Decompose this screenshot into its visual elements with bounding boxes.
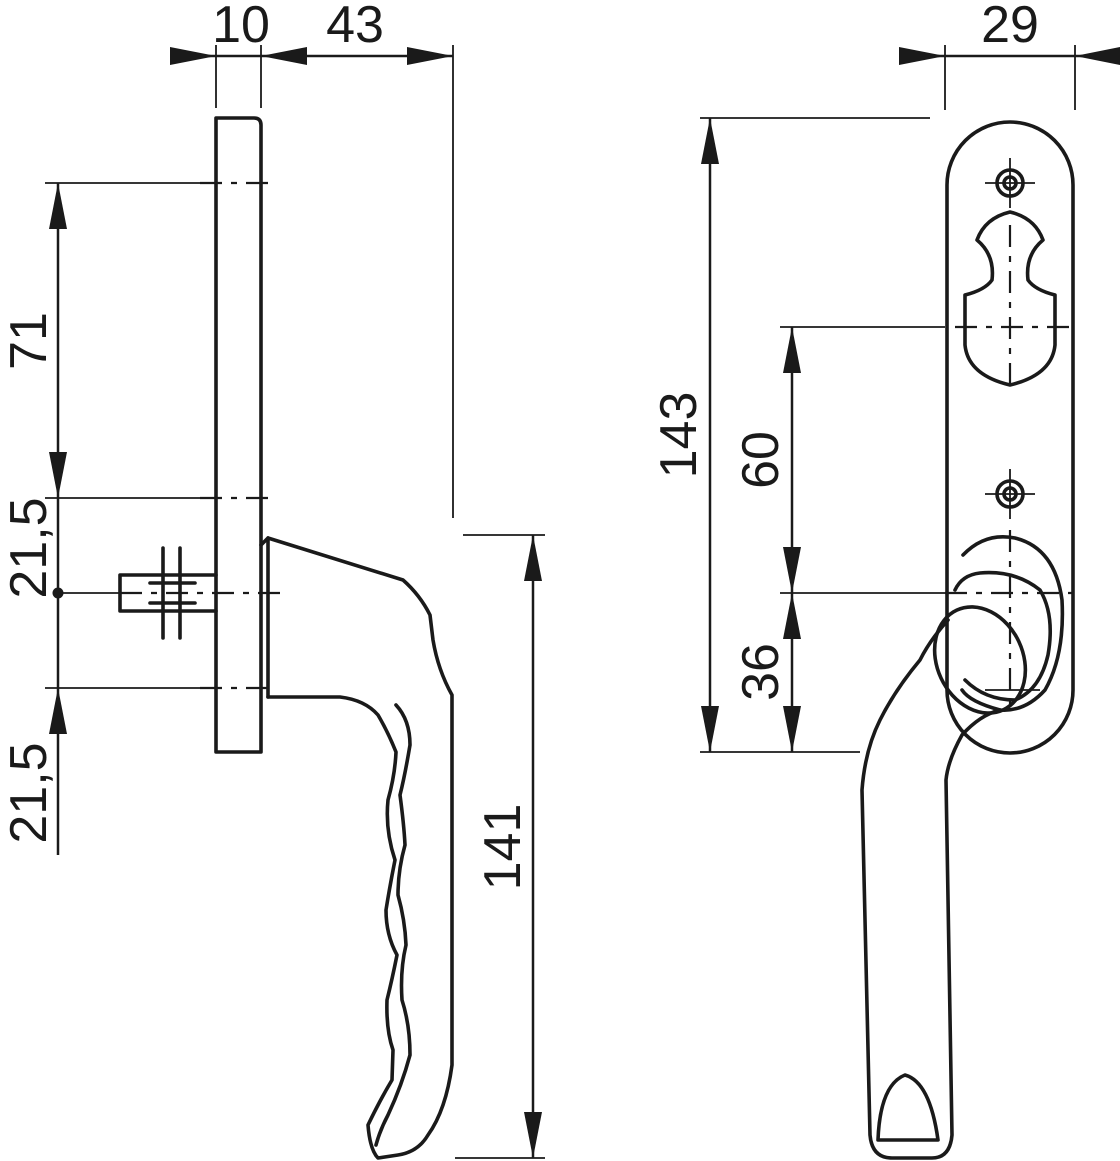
dimension-label-middle-spacing: 21,5	[0, 497, 58, 598]
arrow-head	[524, 535, 542, 581]
arrow-head	[783, 327, 801, 373]
dimension-label-screw-spacing: 60	[732, 431, 790, 489]
arrow-head	[701, 118, 719, 164]
dimension-label-plate-thickness: 10	[212, 0, 270, 54]
handle-hub-knob	[932, 605, 1028, 715]
handle-grip-ridges	[374, 703, 412, 1147]
backplate-outline	[214, 116, 263, 754]
dimension-label-handle-depth: 43	[326, 0, 384, 54]
handle-side-profile	[266, 536, 454, 1160]
arrow-head	[261, 47, 307, 65]
dimension-label-plate-height: 143	[650, 392, 708, 479]
arrow-head	[407, 47, 453, 65]
arrow-head	[1075, 47, 1120, 65]
side-view: 10 43 71 21,5 21,5	[0, 0, 545, 1160]
arrow-head	[701, 706, 719, 752]
front-view: 29 143 60 36	[650, 0, 1120, 1160]
arrow-head	[783, 706, 801, 752]
arrow-head	[49, 452, 67, 498]
arrow-head	[49, 688, 67, 734]
arrow-head	[783, 547, 801, 593]
arrow-head	[170, 47, 216, 65]
dimension-label-plate-width: 29	[981, 0, 1039, 54]
arrow-head	[899, 47, 945, 65]
dimension-label-upper-spacing: 71	[0, 312, 58, 370]
dimension-label-handle-length: 141	[474, 804, 532, 891]
dimension-label-lower-spacing: 21,5	[0, 742, 58, 843]
square-spindle	[118, 573, 218, 613]
front-backplate-outline	[945, 120, 1075, 755]
arrow-head	[49, 183, 67, 229]
handle-lever-tip	[876, 1073, 940, 1142]
dimension-label-lower-offset: 36	[732, 643, 790, 701]
arrow-head	[783, 593, 801, 639]
arrow-head	[524, 1112, 542, 1158]
handle-lever-front	[860, 618, 1002, 1160]
handle-hub-middle	[953, 570, 1053, 702]
handle-hub-outer	[960, 535, 1065, 712]
